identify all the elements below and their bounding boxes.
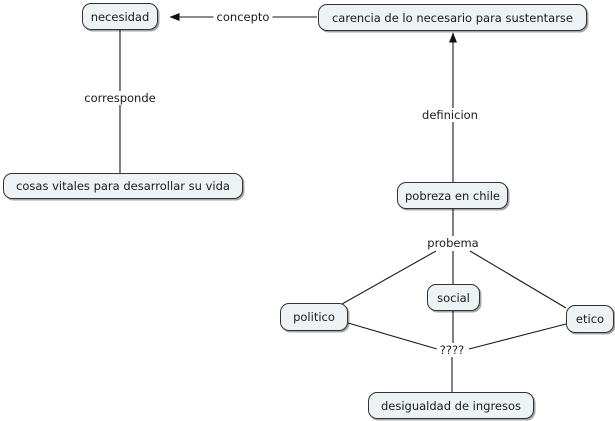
edge-etico-to-interrogantes	[468, 323, 567, 350]
link-label-interrogantes[interactable]: ????	[436, 343, 468, 357]
node-carencia-de-lo-necesario[interactable]: carencia de lo necesario para sustentars…	[318, 4, 587, 31]
edge-probema-to-politico	[341, 250, 437, 305]
node-cosas-vitales[interactable]: cosas vitales para desarrollar su vida	[3, 173, 243, 199]
node-social-label: social	[437, 290, 470, 305]
edge-politico-to-interrogantes	[347, 322, 438, 350]
node-carencia-label: carencia de lo necesario para sustentars…	[331, 10, 574, 25]
node-necesidad[interactable]: necesidad	[82, 3, 158, 30]
node-politico-label: politico	[293, 310, 335, 324]
link-label-probema[interactable]: probema	[424, 236, 482, 250]
node-pobreza-label: pobreza en chile	[404, 188, 501, 203]
node-necesidad-label: necesidad	[90, 9, 150, 24]
link-label-definicion[interactable]: definicion	[419, 108, 481, 122]
node-etico[interactable]: etico	[566, 305, 614, 333]
node-pobreza-en-chile[interactable]: pobreza en chile	[397, 182, 508, 209]
edge-probema-to-etico	[469, 250, 567, 309]
node-etico-label: etico	[575, 312, 605, 326]
node-politico[interactable]: politico	[280, 303, 348, 331]
node-cosas-vitales-label: cosas vitales para desarrollar su vida	[16, 179, 230, 193]
node-desigualdad-de-ingresos[interactable]: desigualdad de ingresos	[368, 392, 534, 419]
node-social[interactable]: social	[427, 284, 480, 311]
link-label-concepto[interactable]: concepto	[213, 10, 273, 24]
node-desigualdad-label: desigualdad de ingresos	[380, 398, 522, 413]
link-label-corresponde[interactable]: corresponde	[81, 91, 159, 105]
